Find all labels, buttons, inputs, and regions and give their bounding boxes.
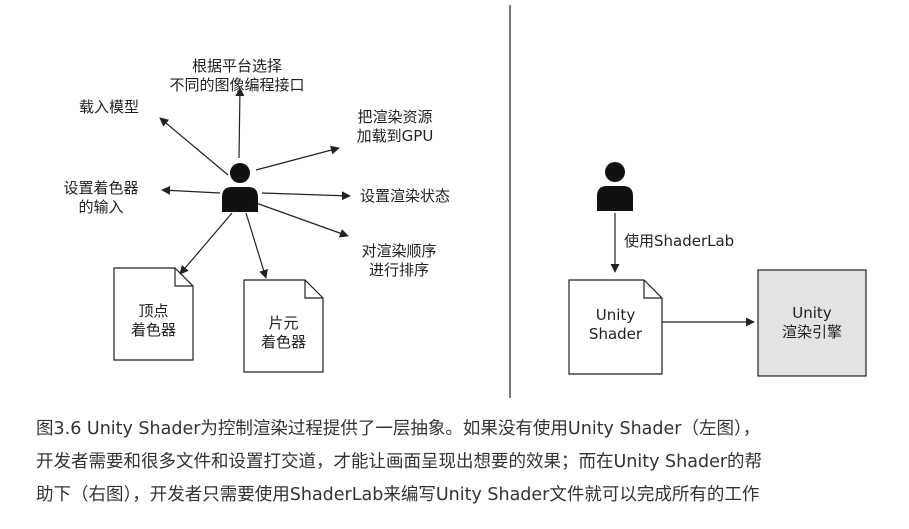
label-shaderlab: 使用ShaderLab (624, 232, 735, 250)
caption-line-1: 图3.6 Unity Shader为控制渲染过程提供了一层抽象。如果没有使用Un… (36, 419, 761, 439)
caption-line-2: 开发者需要和很多文件和设置打交道，才能让画面呈现出想要的效果；而在Unity S… (36, 452, 763, 472)
label-fragment-shader: 片元 着色器 (260, 314, 306, 351)
diagram-canvas (113, 5, 867, 398)
label-graphics-api: 根据平台选择 不同的图像编程接口 (169, 57, 305, 94)
arrow-to-model (159, 117, 229, 176)
user-icon-right (597, 162, 633, 211)
caption-line-3: 助下（右图），开发者只需要使用ShaderLab来编写Unity Shader文… (36, 485, 760, 505)
label-load-resources: 把渲染资源 加载到GPU (356, 108, 434, 145)
figure-caption: 图3.6 Unity Shader为控制渲染过程提供了一层抽象。如果没有使用Un… (36, 413, 886, 512)
label-load-model: 载入模型 (79, 98, 140, 116)
engine-box (757, 269, 867, 377)
unity-shader-doc (568, 279, 663, 375)
user-icon-left (222, 163, 258, 212)
left-arrows (159, 87, 351, 279)
label-unity-shader: Unity Shader (588, 306, 643, 343)
vertex-shader-doc (113, 267, 194, 361)
arrow-to-render-order (255, 202, 349, 238)
arrow-to-graphics-api (235, 87, 245, 159)
label-render-order: 对渲染顺序 进行排序 (361, 242, 437, 279)
label-render-state: 设置渲染状态 (360, 187, 451, 205)
label-shader-input: 设置着色器 的输入 (63, 179, 139, 216)
label-vertex-shader: 顶点 着色器 (130, 302, 176, 339)
arrow-to-resources (255, 145, 340, 171)
arrow-to-fragment-shader (245, 212, 268, 279)
arrow-to-shader-input (161, 185, 221, 195)
fragment-shader-doc (243, 279, 324, 373)
label-unity-engine: Unity 渲染引擎 (781, 304, 842, 341)
arrow-to-vertex-shader (179, 212, 233, 275)
arrow-to-render-state (261, 191, 351, 201)
